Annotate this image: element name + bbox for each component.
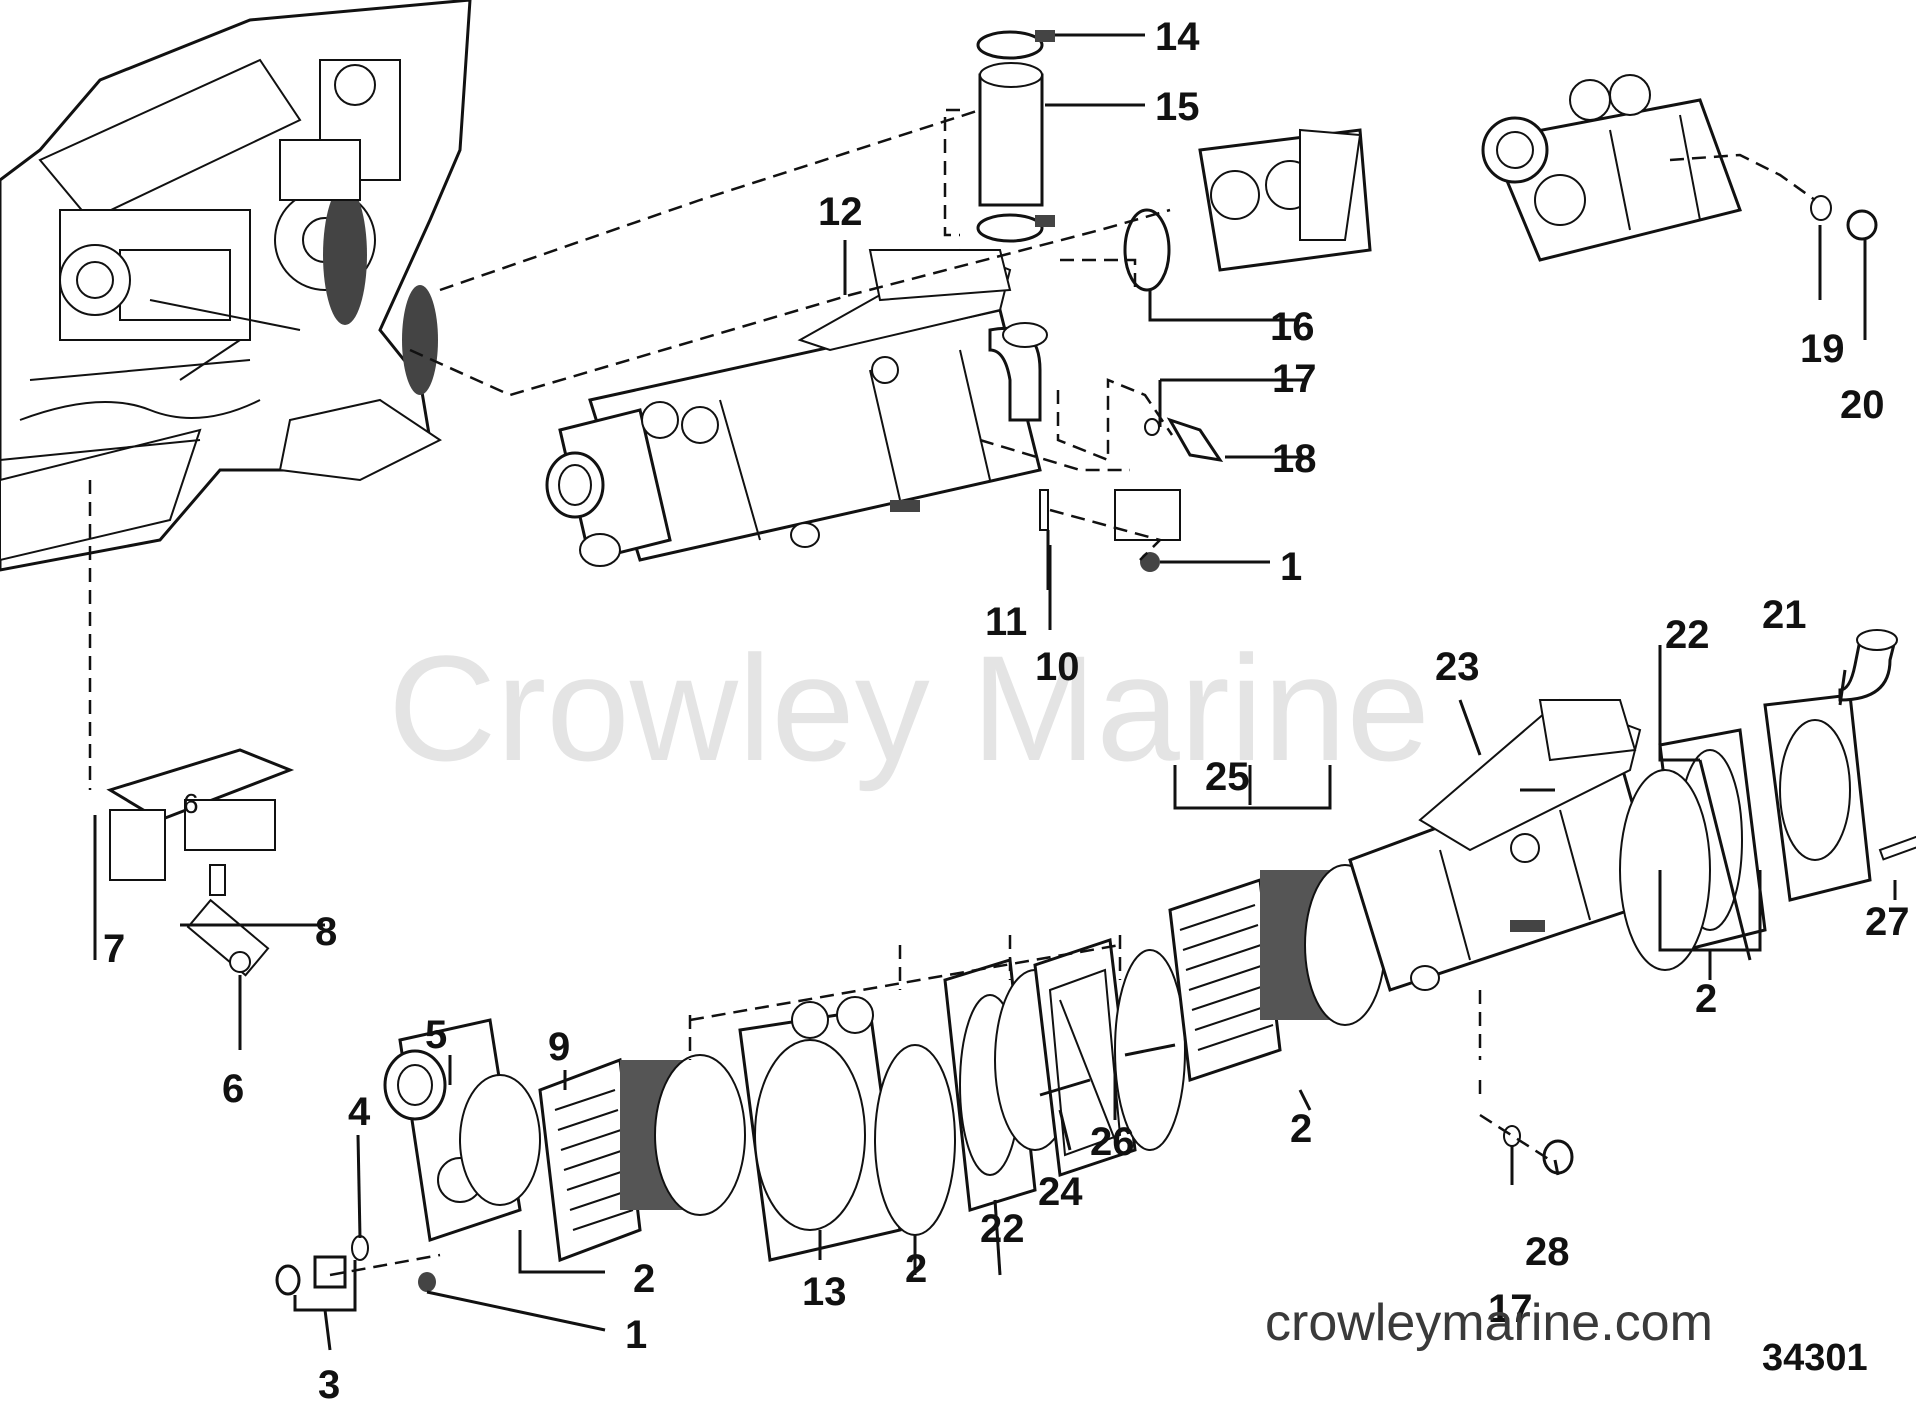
callout-22-left: 22: [980, 1207, 1025, 1251]
callout-9: 9: [548, 1025, 570, 1069]
callout-4: 4: [348, 1090, 371, 1134]
callout-10: 10: [1035, 645, 1080, 689]
callout-8: 8: [315, 910, 337, 954]
callout-2-right: 2: [1695, 977, 1717, 1021]
figure-number: 34301: [1762, 1337, 1868, 1379]
pump-assembly-upper: [1481, 74, 1878, 262]
callout-2-mid-right: 2: [1290, 1107, 1312, 1151]
watermark-text: Crowley Marine: [388, 624, 1430, 792]
callout-3: 3: [318, 1363, 340, 1402]
center-housing: [738, 996, 956, 1262]
callout-5: 5: [425, 1013, 447, 1057]
callout-16: 16: [1270, 305, 1315, 349]
callout-6: 6: [222, 1067, 244, 1111]
callout-20: 20: [1840, 383, 1885, 427]
callout-26: 26: [1090, 1120, 1135, 1164]
assembly-lines: [88, 108, 1816, 1277]
callout-17-top: 17: [1272, 357, 1317, 401]
drain-plugs-right: [1503, 1125, 1574, 1175]
callout-15: 15: [1155, 85, 1200, 129]
callout-1-bottom: 1: [625, 1313, 647, 1357]
callout-27: 27: [1865, 900, 1910, 944]
tube-bundle-left: [538, 1054, 746, 1263]
callout-18: 18: [1272, 437, 1317, 481]
callout-12: 12: [818, 190, 863, 234]
callout-14: 14: [1155, 15, 1200, 59]
tube-bundle-right: [1168, 864, 1386, 1083]
callout-11: 11: [985, 600, 1027, 644]
callout-1-top: 1: [1280, 545, 1302, 589]
site-url: crowleymarine.com: [1265, 1294, 1713, 1352]
callout-28: 28: [1525, 1230, 1570, 1274]
engine-block: [0, 0, 472, 572]
callout-21: 21: [1762, 593, 1807, 637]
fitting-small-parts: [1039, 417, 1224, 572]
end-cap: [383, 1018, 541, 1242]
callout-22-right: 22: [1665, 613, 1710, 657]
callout-6-bracket: 6: [183, 788, 199, 819]
callout-24: 24: [1038, 1170, 1083, 1214]
hose-assembly: [976, 30, 1055, 243]
callout-labels: 14 15 12 16 17 18 1 11 10 19 20 21 22 23…: [103, 15, 1910, 1402]
drain-plugs-left: [275, 1235, 436, 1296]
bracket-assembly: [106, 748, 295, 977]
heat-exchanger-assembly: [545, 248, 1048, 567]
callout-13: 13: [802, 1270, 847, 1314]
callout-17-bottom: 17: [1488, 1287, 1533, 1331]
callout-25: 25: [1205, 755, 1250, 799]
leader-lines: [93, 33, 1897, 1351]
callout-19: 19: [1800, 327, 1845, 371]
gasket-and-flange: [943, 937, 1186, 1212]
lower-heat-exchanger: [1348, 698, 1662, 992]
callout-2-center: 2: [905, 1247, 927, 1291]
callout-2-left: 2: [633, 1257, 655, 1301]
mount-bracket-housing: [1123, 128, 1372, 292]
gasket-and-end-cap-right: [1619, 629, 1916, 971]
callout-7: 7: [103, 927, 125, 971]
callout-23: 23: [1435, 645, 1480, 689]
